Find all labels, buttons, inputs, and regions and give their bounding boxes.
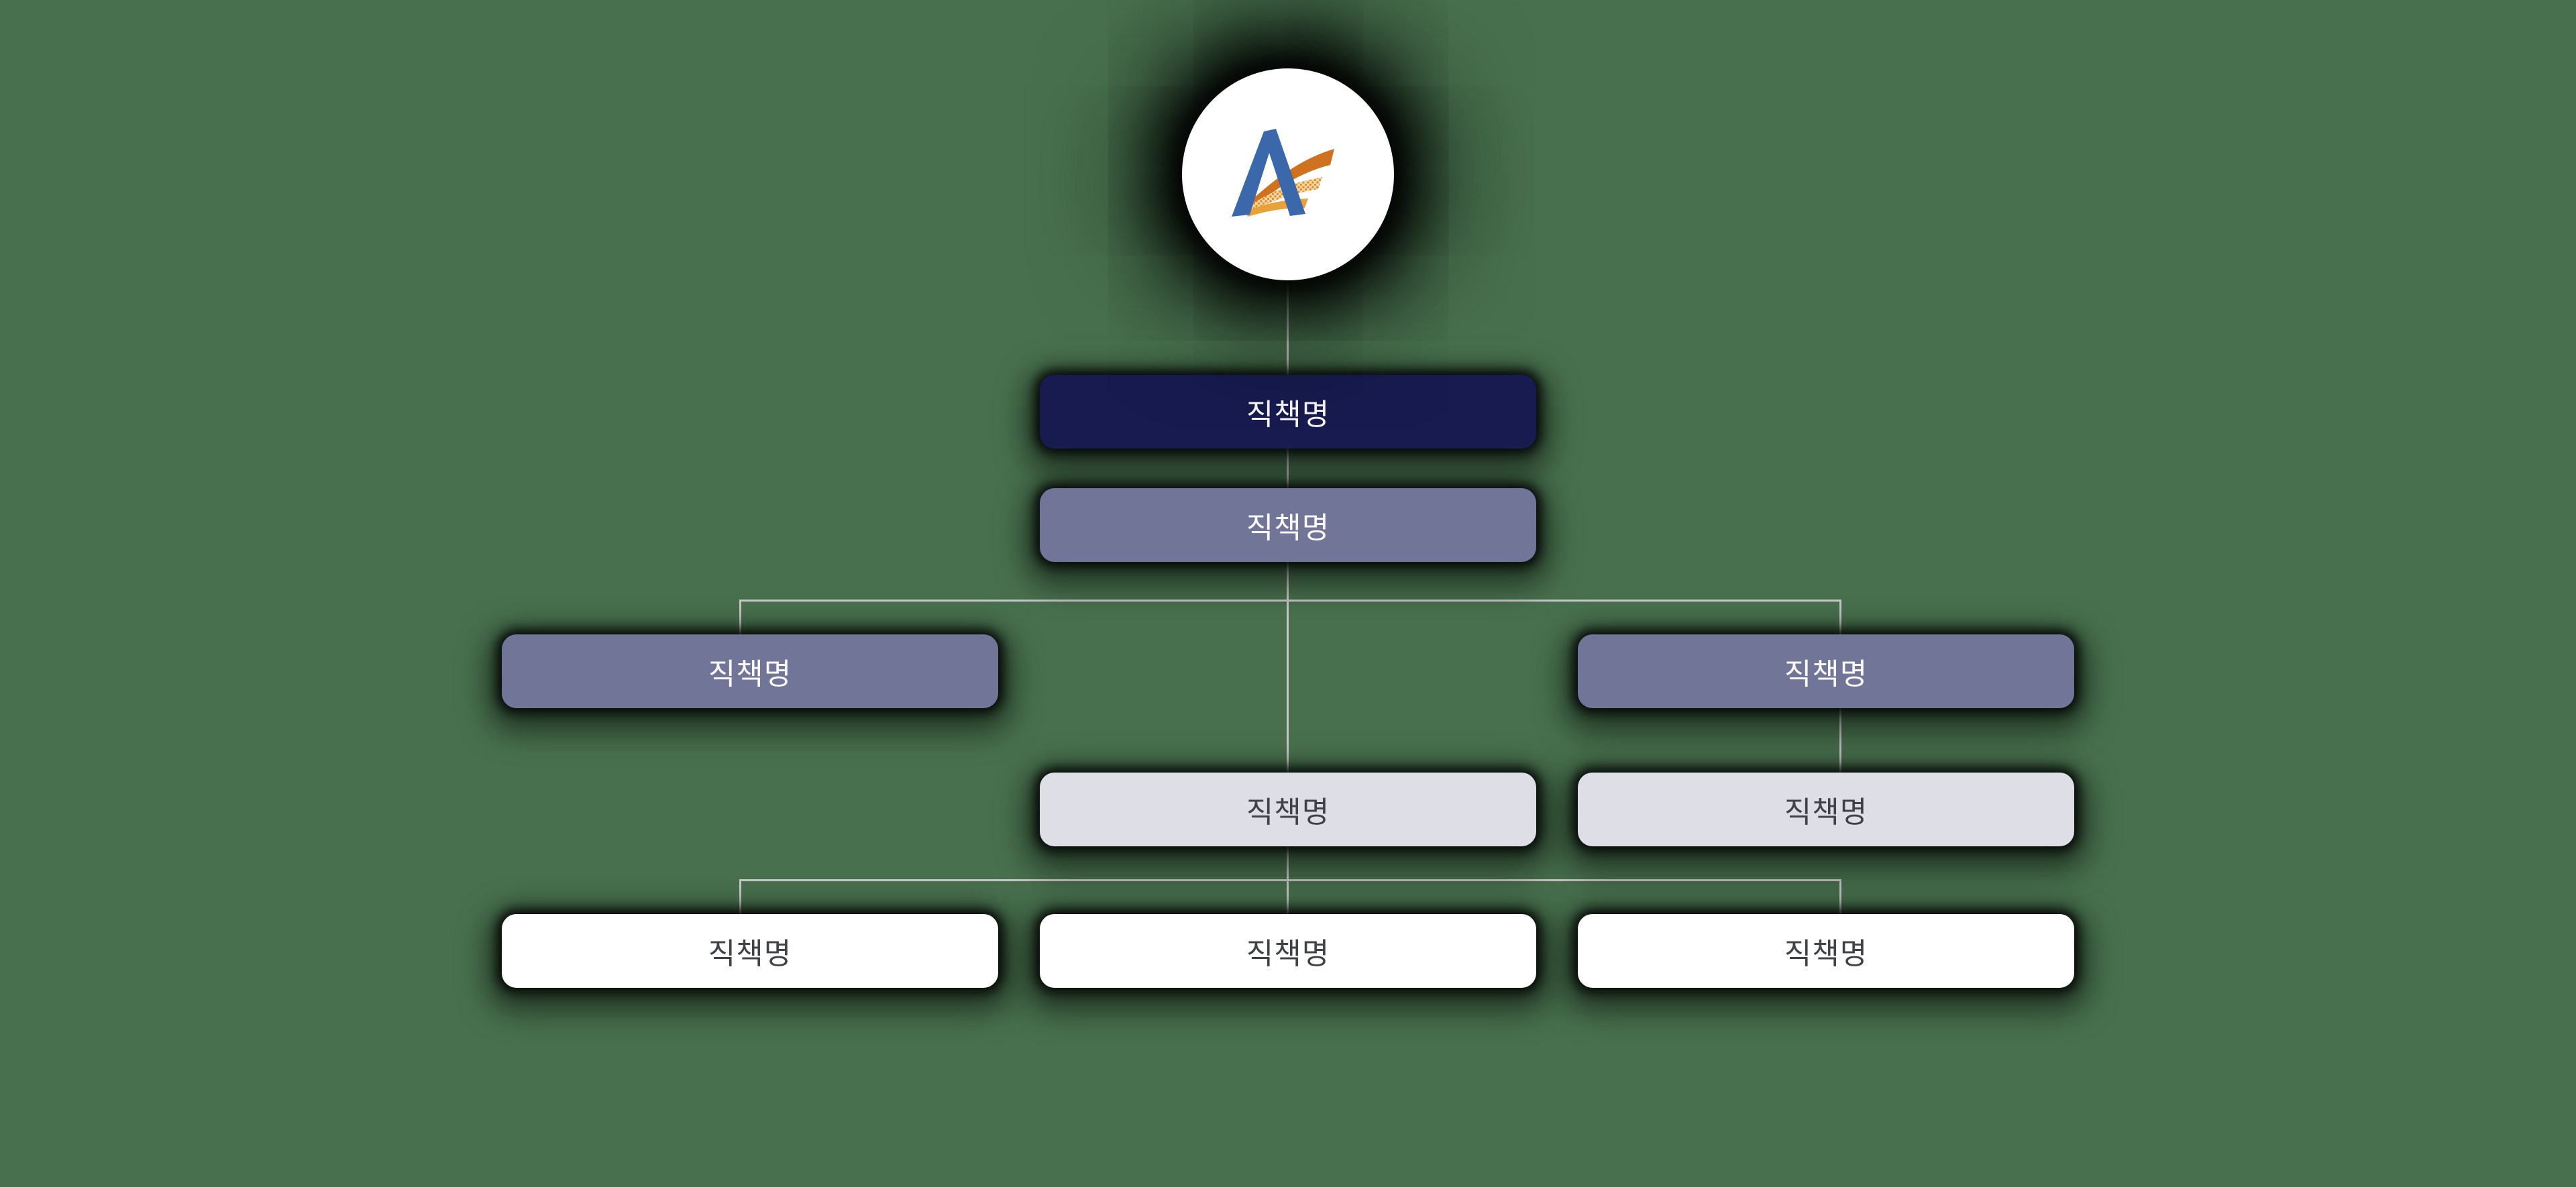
- org-node-label: 직책명: [1784, 658, 1868, 691]
- connector-drop-leaf-right: [1839, 879, 1841, 915]
- org-node-leaf-center: 직책명: [1040, 914, 1536, 988]
- connector-drop-leaf-center: [1287, 879, 1289, 915]
- org-node-label: 직책명: [1784, 938, 1868, 970]
- connector-deputy-trunk: [1287, 562, 1289, 773]
- org-node-leaf-right: 직책명: [1578, 914, 2074, 988]
- connector-mid-center-down: [1287, 846, 1289, 881]
- connector-drop-branch-right: [1839, 600, 1841, 635]
- org-node-root: 직책명: [1040, 375, 1536, 449]
- org-node-label: 직책명: [1246, 512, 1330, 545]
- connector-drop-branch-left: [739, 600, 741, 635]
- org-node-label: 직책명: [708, 658, 792, 691]
- org-node-label: 직책명: [1246, 938, 1330, 970]
- company-logo-mark-icon: [1232, 129, 1334, 217]
- org-node-mid-center: 직책명: [1040, 773, 1536, 846]
- connector-branch-bar: [739, 600, 1841, 602]
- org-node-leaf-left: 직책명: [502, 914, 998, 988]
- connector-root-to-deputy: [1287, 448, 1289, 489]
- org-node-label: 직책명: [708, 938, 792, 970]
- org-node-label: 직책명: [1246, 398, 1330, 431]
- org-node-label: 직책명: [1784, 796, 1868, 829]
- org-node-label: 직책명: [1246, 796, 1330, 829]
- company-logo: [1182, 68, 1394, 280]
- org-node-mid-right: 직책명: [1578, 773, 2074, 846]
- connector-logo-to-root: [1287, 278, 1289, 376]
- connector-branch-right-to-mid-right: [1839, 708, 1841, 773]
- org-node-branch-right: 직책명: [1578, 634, 2074, 708]
- connector-leaf-bar: [739, 879, 1841, 881]
- org-node-deputy: 직책명: [1040, 488, 1536, 562]
- connector-drop-leaf-left: [739, 879, 741, 915]
- org-node-branch-left: 직책명: [502, 634, 998, 708]
